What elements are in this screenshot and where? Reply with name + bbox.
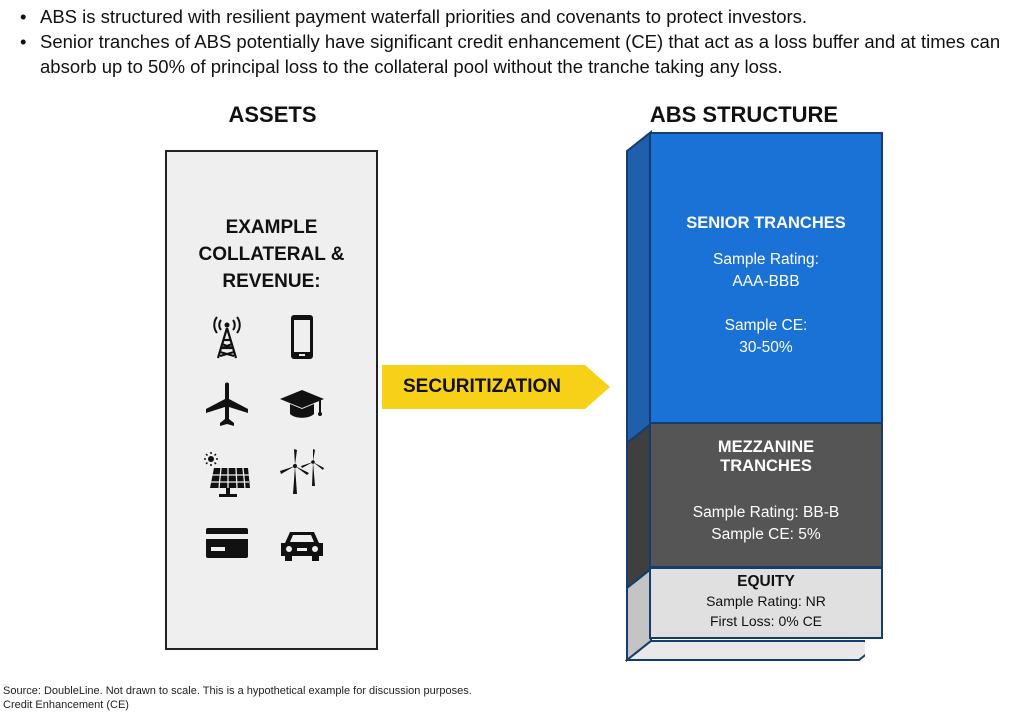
securitization-arrow: SECURITIZATION xyxy=(382,365,612,409)
bullet-item: Senior tranches of ABS potentially have … xyxy=(18,29,1018,79)
wind-turbine-icon xyxy=(279,448,325,494)
car-icon xyxy=(279,520,325,566)
senior-ce-label: Sample CE: xyxy=(724,317,808,334)
source-note: Source: DoubleLine. Not drawn to scale. … xyxy=(3,685,472,697)
mezzanine-ce: Sample CE: 5% xyxy=(711,526,821,543)
solar-panel-icon xyxy=(204,452,250,498)
mezzanine-tranches-block: MEZZANINE TRANCHES Sample Rating: BB-B S… xyxy=(649,422,883,568)
senior-rating-label: Sample Rating: xyxy=(713,251,819,268)
abs-structure-stack: SENIOR TRANCHES Sample Rating: AAA-BBB S… xyxy=(625,130,883,665)
arrow-shape xyxy=(382,365,610,409)
ce-definition-note: Credit Enhancement (CE) xyxy=(3,699,129,711)
cell-tower-icon xyxy=(204,314,250,360)
senior-rating: AAA-BBB xyxy=(732,273,800,290)
senior-tranches-block: SENIOR TRANCHES Sample Rating: AAA-BBB S… xyxy=(649,132,883,424)
assets-panel: EXAMPLE COLLATERAL & REVENUE: xyxy=(165,150,378,650)
equity-ce: First Loss: 0% CE xyxy=(709,613,823,629)
equity-block: EQUITY Sample Rating: NR First Loss: 0% … xyxy=(649,567,883,639)
mezzanine-rating: Sample Rating: BB-B xyxy=(692,504,840,521)
equity-title: EQUITY xyxy=(737,573,795,590)
airplane-icon xyxy=(204,382,250,428)
credit-card-icon xyxy=(204,520,250,566)
senior-title: SENIOR TRANCHES xyxy=(686,214,846,232)
bullet-list: ABS is structured with resilient payment… xyxy=(18,4,1018,79)
footnote: Source: DoubleLine. Not drawn to scale. … xyxy=(3,684,472,712)
stack-3d-edges xyxy=(625,130,865,663)
assets-panel-title: EXAMPLE COLLATERAL & REVENUE: xyxy=(198,217,345,292)
securitization-label: SECURITIZATION xyxy=(403,376,561,397)
mezzanine-title: MEZZANINE xyxy=(717,438,815,456)
bullet-item: ABS is structured with resilient payment… xyxy=(18,4,1018,29)
senior-ce: 30-50% xyxy=(739,339,793,356)
abs-structure-heading: ABS STRUCTURE xyxy=(649,102,839,127)
assets-heading: ASSETS xyxy=(228,102,317,127)
mobile-phone-icon xyxy=(279,314,325,360)
graduation-cap-icon xyxy=(279,382,325,428)
mezzanine-title-line2: TRANCHES xyxy=(720,457,812,475)
equity-rating: Sample Rating: NR xyxy=(706,593,826,609)
